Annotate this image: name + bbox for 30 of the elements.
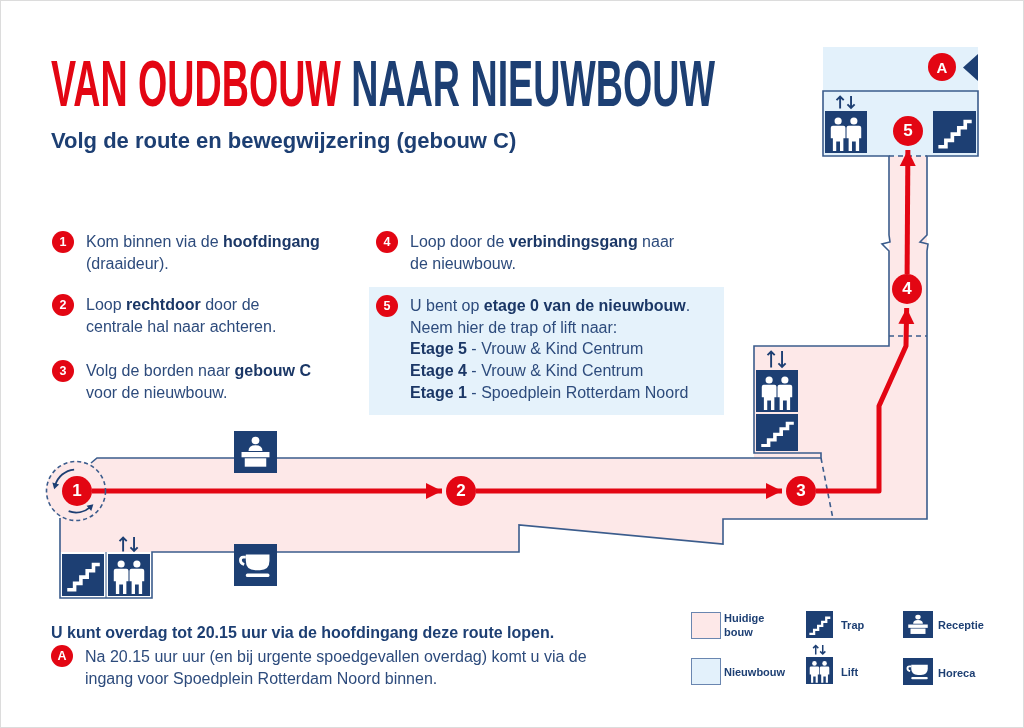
instruction-text: Volg de borden naar gebouw C voor de nieuwbouw.	[86, 361, 312, 403]
instruction-text: Etage 1 - Spoedplein Rotterdam Noord	[410, 382, 689, 403]
instruction-text: Na 20.15 uur uur (en bij urgente spoedgevallen overdag) komt u via de ingang voor Spoedplein Rotterdam Noord binnen.	[85, 647, 588, 689]
instruction-text: Loop door de verbindingsgang naar de nieuwbouw.	[410, 232, 676, 274]
instruction-text: Etage 5 - Vrouw & Kind Centrum	[410, 339, 644, 360]
legend-label: Nieuwbouw	[724, 665, 787, 679]
step-number-badge: 2	[52, 294, 74, 316]
note-text: U kunt overdag tot 20.15 uur via de hoofdingang deze route lopen.	[51, 623, 555, 643]
legend-label: Trap	[841, 618, 866, 632]
legend-label: Lift	[841, 665, 860, 679]
instruction-text: Etage 4 - Vrouw & Kind Centrum	[410, 361, 644, 382]
title: VAN OUDBOUW NAAR NIEUWBOUW	[51, 51, 715, 116]
step-number-badge: 4	[376, 231, 398, 253]
route-arrow	[476, 483, 782, 499]
step-number-badge: 1	[52, 231, 74, 253]
route-arrow	[92, 483, 442, 499]
info-panel	[369, 287, 724, 415]
route-arrow	[899, 150, 916, 274]
legend-label: Horeca	[938, 666, 977, 680]
legend-label: Receptie	[938, 618, 985, 632]
instruction-text: Neem hier de trap of lift naar:	[410, 317, 618, 338]
instruction-text: U bent op etage 0 van de nieuwbouw.	[410, 296, 691, 316]
step-number-badge: A	[51, 645, 73, 667]
instruction-text: Loop rechtdoor door de centrale hal naar achteren.	[86, 295, 278, 337]
instruction-text: Kom binnen via de hoofdingang (draaideur).	[86, 232, 321, 274]
subtitle: Volg de route en bewegwijzering (gebouw C)	[51, 127, 517, 155]
legend-label: Huidige bouw	[724, 611, 766, 639]
step-number-badge: 5	[376, 295, 398, 317]
route-arrow	[816, 307, 915, 494]
step-number-badge: 3	[52, 360, 74, 382]
